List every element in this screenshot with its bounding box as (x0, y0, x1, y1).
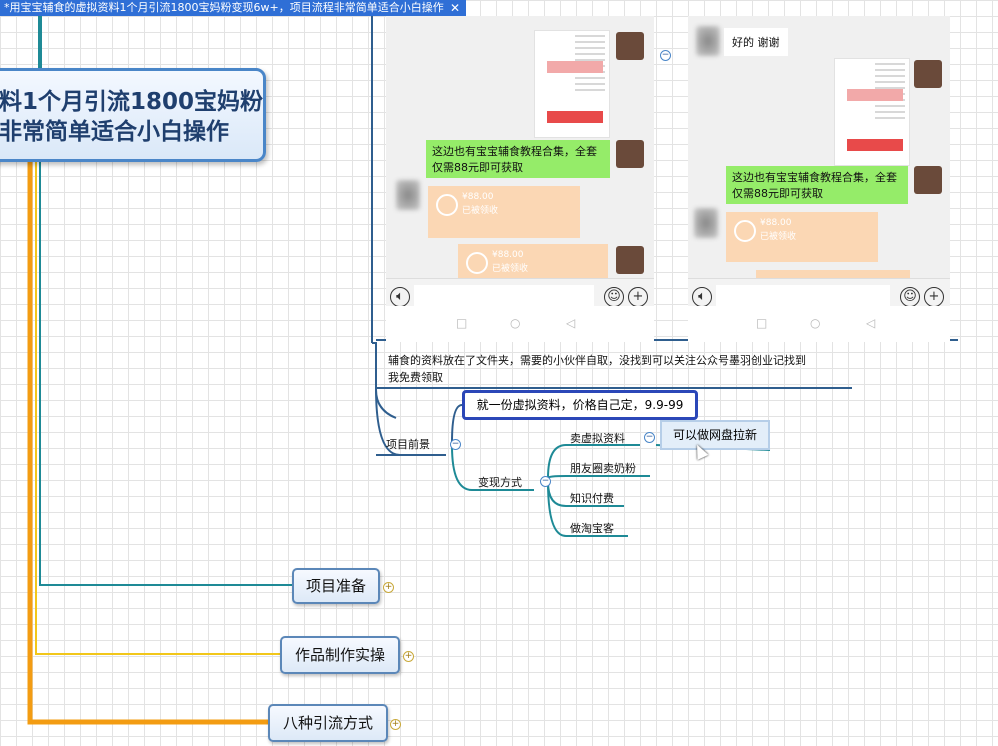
android-nav-bar: □ ○ ◁ (688, 306, 950, 342)
back-icon[interactable]: ◁ (866, 316, 876, 330)
transfer-message: ¥88.00 已被领收 (458, 244, 608, 278)
transfer-status: 已被领收 (462, 206, 499, 216)
recents-icon[interactable]: □ (456, 316, 468, 330)
chat-image-message (834, 58, 910, 166)
avatar (914, 60, 942, 88)
document-tab[interactable]: *用宝宝辅食的虚拟资料1个月引流1800宝妈粉变现6w+，项目流程非常简单适合小… (0, 0, 466, 16)
chat-message: 好的 谢谢 (724, 28, 788, 56)
topic-price[interactable]: 就一份虚拟资料，价格自己定，9.9-99 (462, 390, 698, 420)
topic-project-prep[interactable]: 项目准备 (292, 568, 380, 604)
transfer-amount: ¥88.00 (462, 192, 494, 202)
chat-screenshot-right: 好的 谢谢 这边也有宝宝辅食教程合集，全套仅需88元即可获取 ¥88.00 已被… (688, 16, 950, 342)
chat-input[interactable] (716, 285, 890, 307)
close-icon[interactable]: ✕ (449, 1, 460, 15)
note-topic[interactable]: 辅食的资料放在了文件夹，需要的小伙伴自取，没找到可以关注公众号墨羽创业记找到 我… (388, 352, 806, 386)
transfer-amount: ¥88.00 (492, 250, 524, 260)
avatar (616, 32, 644, 60)
recents-icon[interactable]: □ (756, 316, 768, 330)
note-line1: 辅食的资料放在了文件夹，需要的小伙伴自取，没找到可以关注公众号墨羽创业记找到 (388, 354, 806, 367)
topic-knowledge[interactable]: 知识付费 (570, 492, 614, 505)
transfer-message: ¥88.00 已被领收 (726, 212, 878, 262)
topic-project-outlook[interactable]: 项目前景 (386, 438, 430, 451)
expand-toggle[interactable]: + (390, 719, 401, 730)
collapse-toggle[interactable]: − (450, 439, 461, 450)
transfer-amount: ¥88.00 (760, 218, 792, 228)
avatar (616, 246, 644, 274)
avatar (396, 180, 420, 210)
topic-taobao[interactable]: 做淘宝客 (570, 522, 614, 535)
topic-monetization[interactable]: 变现方式 (478, 476, 522, 489)
topic-net-disk[interactable]: 可以做网盘拉新 (660, 420, 770, 450)
transfer-message: ¥88.00 已被领收 (428, 186, 580, 238)
chat-image-message (534, 30, 610, 138)
avatar (694, 208, 718, 238)
collapse-toggle[interactable]: − (644, 432, 655, 443)
chat-message: 这边也有宝宝辅食教程合集，全套仅需88元即可获取 (726, 166, 908, 204)
root-title-line2: 非常简单适合小白操作 (0, 119, 229, 145)
transfer-status: 已被领收 (760, 232, 797, 242)
plus-icon[interactable]: + (924, 287, 944, 307)
avatar (616, 140, 644, 168)
topic-works-production[interactable]: 作品制作实操 (280, 636, 400, 674)
voice-icon[interactable]: 🔈︎ (692, 287, 712, 307)
collapse-toggle[interactable]: − (540, 476, 551, 487)
avatar (696, 26, 720, 56)
plus-icon[interactable]: + (628, 287, 648, 307)
expand-toggle[interactable]: + (403, 651, 414, 662)
transfer-message (756, 270, 910, 278)
avatar (914, 166, 942, 194)
emoji-icon[interactable]: ☺ (604, 287, 624, 307)
note-line2: 我免费领取 (388, 371, 443, 384)
home-icon[interactable]: ○ (810, 316, 821, 330)
back-icon[interactable]: ◁ (566, 316, 576, 330)
root-topic[interactable]: 料1个月引流1800宝妈粉 非常简单适合小白操作 (0, 68, 266, 162)
collapse-toggle[interactable]: − (660, 50, 671, 61)
emoji-icon[interactable]: ☺ (900, 287, 920, 307)
root-title-line1: 料1个月引流1800宝妈粉 (0, 89, 264, 115)
transfer-status: 已被领收 (492, 264, 529, 274)
home-icon[interactable]: ○ (510, 316, 521, 330)
chat-message: 这边也有宝宝辅食教程合集，全套仅需88元即可获取 (426, 140, 610, 178)
topic-sell-virtual[interactable]: 卖虚拟资料 (570, 432, 625, 445)
chat-input[interactable] (414, 285, 594, 307)
tab-title: *用宝宝辅食的虚拟资料1个月引流1800宝妈粉变现6w+，项目流程非常简单适合小… (4, 1, 444, 14)
topic-moments[interactable]: 朋友圈卖奶粉 (570, 462, 636, 475)
topic-eight-traffic[interactable]: 八种引流方式 (268, 704, 388, 742)
expand-toggle[interactable]: + (383, 582, 394, 593)
android-nav-bar: □ ○ ◁ (386, 306, 654, 342)
chat-screenshot-left: 这边也有宝宝辅食教程合集，全套仅需88元即可获取 ¥88.00 已被领收 ¥88… (386, 16, 654, 342)
voice-icon[interactable]: 🔈︎ (390, 287, 410, 307)
